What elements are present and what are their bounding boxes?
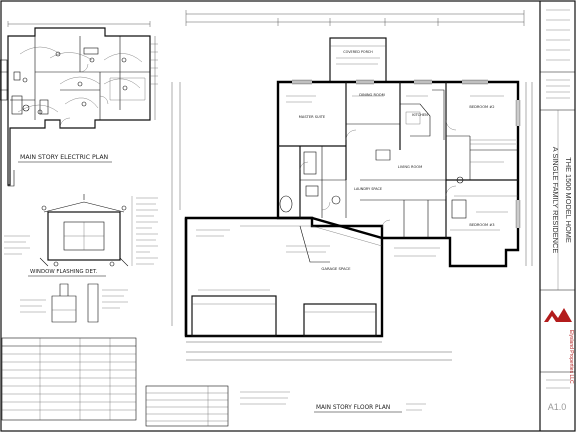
room-bedroom-2: BEDROOM #2 [469,105,494,109]
sheet-number: A1.0 [548,402,567,412]
room-dining-room: DINING ROOM [359,93,384,97]
company-name: Elysland Properties LLC [568,330,574,384]
covered-porch-outline [329,37,387,83]
notes-list [131,196,158,266]
title-block [540,9,575,389]
legend-table [145,385,290,427]
company-logo-icon [544,308,572,322]
room-covered-porch: COVERED PORCH [343,50,373,54]
window-flashing-title: WINDOW FLASHING DET. [30,269,98,275]
room-garage-space: GARAGE SPACE [321,266,351,271]
room-bedroom-3: BEDROOM #3 [469,223,494,227]
floor-plan-title: MAIN STORY FLOOR PLAN [316,405,390,411]
room-kitchen: KITCHEN [412,113,428,117]
floor-plan [171,10,533,361]
room-laundry-space: LAUNDRY SPACE [354,187,382,191]
room-master-suite: MASTER SUITE [299,115,326,119]
project-type: A SINGLE FAMILY RESIDENCE [551,147,560,254]
electric-plan [0,21,158,187]
project-name: THE 1500 MODEL HOME [564,157,573,243]
room-living-room: LIVING ROOM [398,165,422,169]
footing-detail [20,283,128,323]
window-flashing-detail [4,194,129,267]
door-window-schedule [1,337,137,421]
electric-plan-title: MAIN STORY ELECTRIC PLAN [20,154,109,161]
